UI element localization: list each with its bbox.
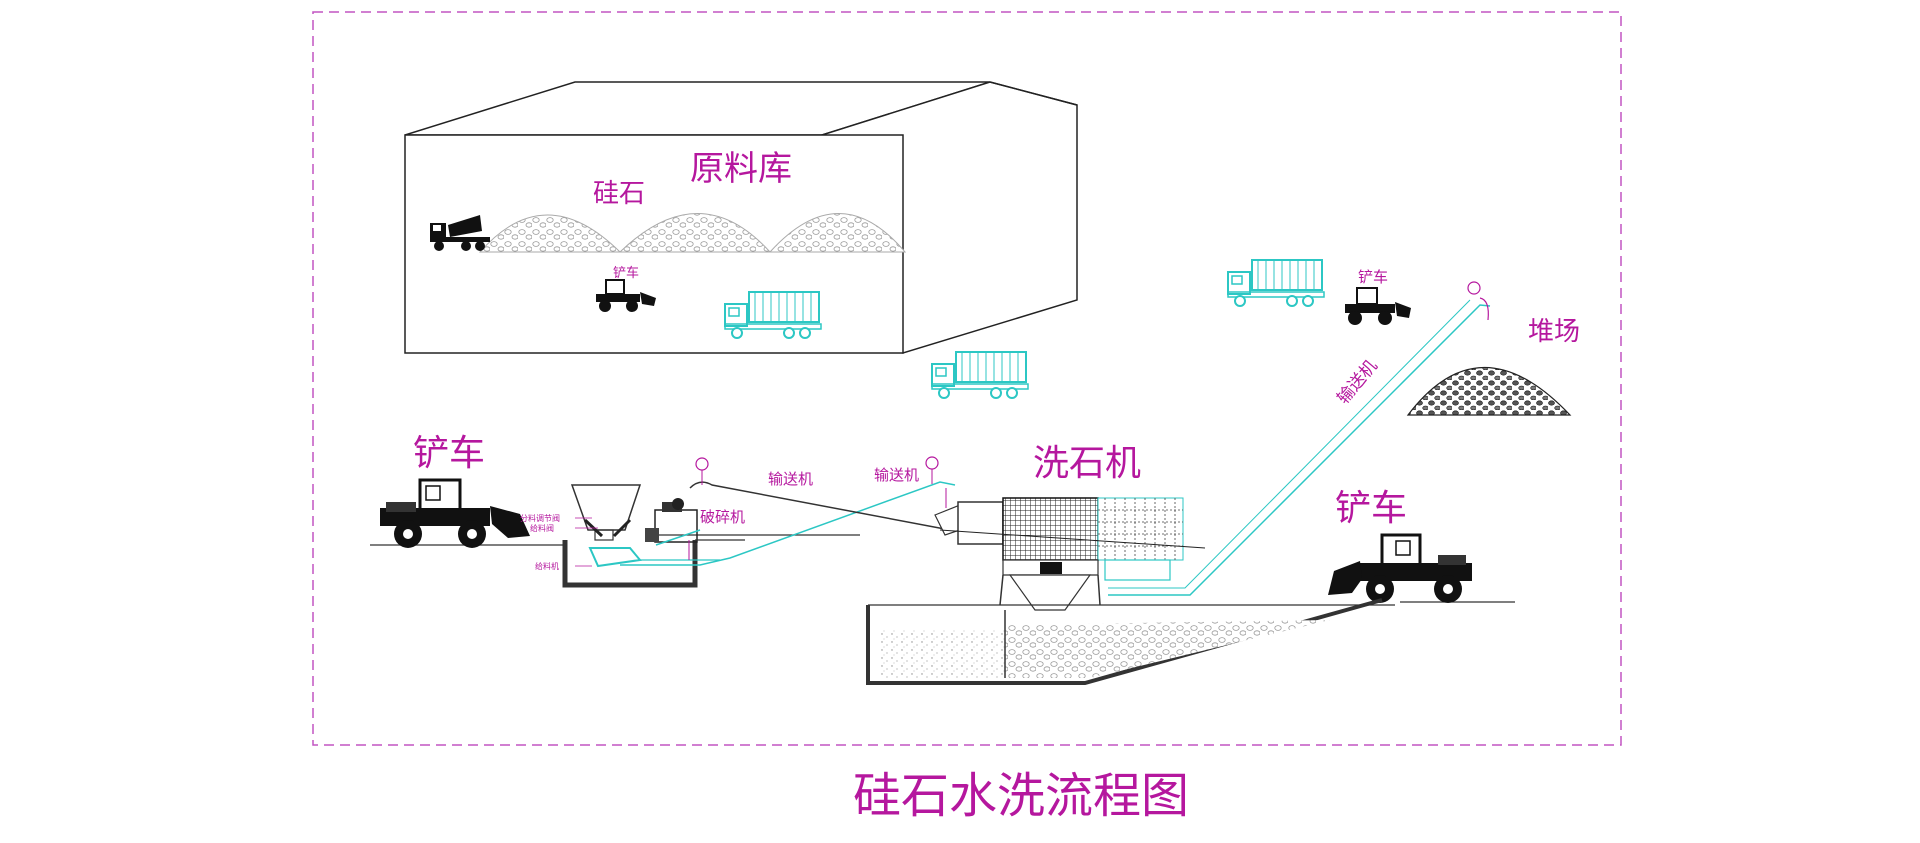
label-loader-left: 铲车 <box>413 433 485 474</box>
hopper-pit <box>562 484 698 588</box>
silica-pile <box>478 214 622 253</box>
label-warehouse: 原料库 <box>690 149 792 189</box>
drop-arrow <box>688 488 947 560</box>
stockyard-pile <box>1406 367 1572 416</box>
label-loader-small: 铲车 <box>613 265 639 281</box>
pulley-icon <box>1467 281 1489 321</box>
silica-pile <box>768 213 907 253</box>
dump-truck-icon <box>430 215 490 251</box>
diagram-title: 硅石水洗流程图 <box>853 768 1189 824</box>
truck-icon <box>931 351 1029 399</box>
pulley-icon <box>925 456 939 484</box>
silica-pile <box>618 213 772 253</box>
label-stockyard: 堆场 <box>1528 317 1580 347</box>
label-silica: 硅石 <box>593 179 645 209</box>
loader-icon <box>1345 287 1411 325</box>
settling-tank <box>866 598 1395 685</box>
label-conveyor-2: 输送机 <box>874 466 919 484</box>
warehouse <box>404 81 1078 354</box>
label-conveyor-3: 输送机 <box>1334 356 1382 408</box>
conveyor-line <box>1108 299 1471 589</box>
label-crusher: 破碎机 <box>700 508 745 526</box>
crusher <box>645 498 745 546</box>
label-loader-top: 铲车 <box>1358 268 1388 286</box>
pulley-icon <box>695 457 709 485</box>
label-loader-right: 铲车 <box>1335 488 1407 529</box>
conveyor-line <box>1108 304 1491 596</box>
conveyor-line <box>620 481 956 566</box>
dashed-border <box>312 11 1622 746</box>
label-conveyor-1: 输送机 <box>768 470 813 488</box>
label-hopper-2: 给料阀 <box>530 523 554 533</box>
loader-icon <box>380 478 530 548</box>
loader-icon <box>1328 533 1472 603</box>
label-washer: 洗石机 <box>1033 443 1141 484</box>
truck-icon <box>724 291 822 339</box>
stone-washer <box>934 497 1206 611</box>
label-hopper-1: 分料调节阀 <box>520 513 560 523</box>
label-hopper-3: 给料机 <box>535 561 559 571</box>
truck-icon <box>1227 259 1325 307</box>
loader-icon <box>596 279 656 312</box>
